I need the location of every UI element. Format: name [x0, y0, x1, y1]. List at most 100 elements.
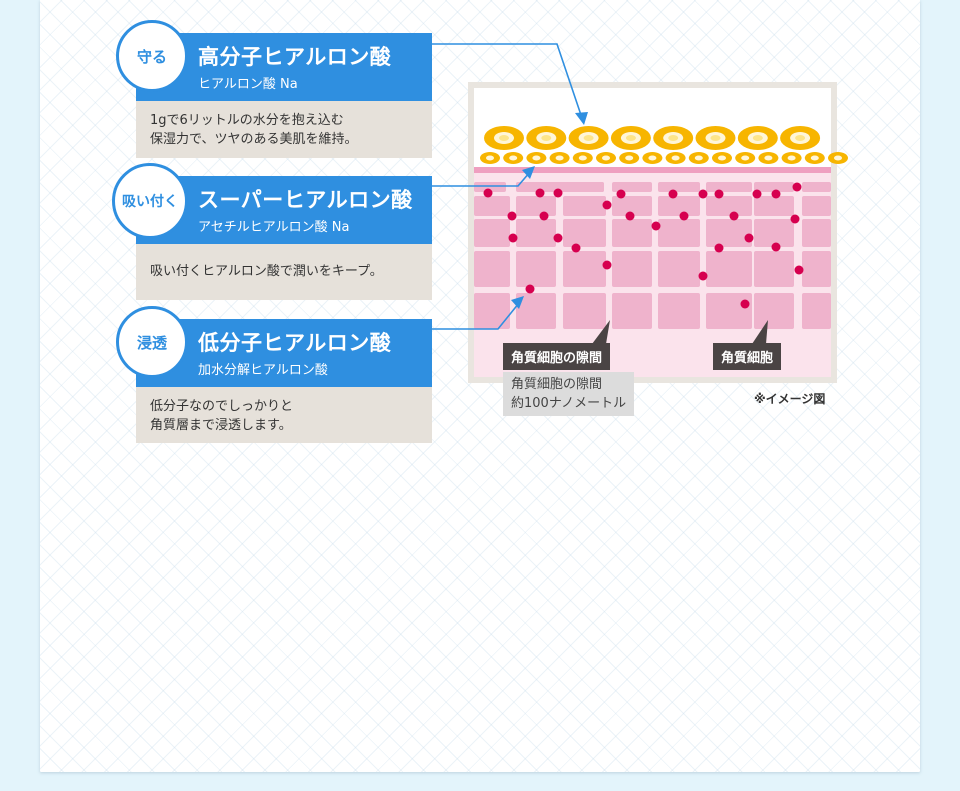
penetration-dot	[729, 211, 739, 221]
large-molecules	[484, 126, 821, 150]
small-molecule-core	[555, 155, 564, 161]
small-molecule-core	[671, 155, 680, 161]
cell	[706, 219, 752, 247]
badge-adhere: 吸い付く	[112, 163, 188, 239]
penetration-dot	[668, 189, 678, 199]
cell	[658, 251, 700, 287]
low-molecular-dots	[483, 182, 804, 309]
large-molecule-center	[541, 135, 552, 141]
desc-line: 角質層まで浸透します。	[150, 418, 292, 433]
cell	[474, 293, 510, 329]
gap-detail-line-2: 約100ナノメートル	[511, 396, 627, 411]
cell	[802, 182, 831, 192]
arrow-head-3	[511, 296, 524, 309]
badge-protect: 守る	[116, 20, 188, 92]
large-molecule-center	[752, 135, 763, 141]
cell	[563, 196, 606, 216]
cell	[612, 219, 652, 247]
desc-line: 低分子なのでしっかりと	[150, 399, 294, 414]
arrow-heads	[511, 112, 588, 309]
penetration-dot	[508, 233, 518, 243]
large-molecule-center	[668, 135, 679, 141]
cell	[706, 251, 752, 287]
cell	[658, 182, 700, 192]
penetration-dot	[740, 299, 750, 309]
badge-penetrate: 浸透	[116, 306, 188, 378]
penetration-dot	[698, 189, 708, 199]
cell	[612, 196, 652, 216]
card-description: 1gで6リットルの水分を抱え込む 保湿力で、ツヤのある美肌を維持。	[136, 101, 432, 158]
card-title: 低分子ヒアルロン酸	[198, 331, 392, 355]
cell	[802, 196, 831, 216]
desc-line: 吸い付くヒアルロン酸で潤いをキープ。	[150, 264, 383, 279]
penetration-dot	[571, 243, 581, 253]
small-molecule-core	[509, 155, 518, 161]
cell	[516, 251, 556, 287]
small-molecule-core	[648, 155, 657, 161]
small-molecule-core	[532, 155, 541, 161]
penetration-dot	[790, 214, 800, 224]
large-molecule-center	[795, 135, 806, 141]
card-subtitle: 加水分解ヒアルロン酸	[198, 363, 328, 378]
penetration-dot	[507, 211, 517, 221]
gap-detail-line-1: 角質細胞の隙間	[511, 377, 603, 392]
penetration-dot	[714, 243, 724, 253]
cell	[802, 219, 831, 247]
penetration-dot	[625, 211, 635, 221]
cell	[706, 196, 752, 216]
small-molecule-core	[810, 155, 819, 161]
penetration-dot	[539, 211, 549, 221]
small-molecule-core	[694, 155, 703, 161]
cell	[658, 196, 700, 216]
small-molecule-core	[834, 155, 842, 161]
connector-arrows	[432, 43, 583, 330]
penetration-dot	[771, 189, 781, 199]
cell-label: 角質細胞	[713, 343, 782, 370]
card-subtitle: アセチルヒアルロン酸 Na	[198, 220, 350, 235]
arrow-line-2	[432, 171, 531, 187]
desc-line: 1gで6リットルの水分を抱え込む	[150, 113, 344, 128]
card-description: 低分子なのでしっかりと 角質層まで浸透します。	[136, 387, 432, 443]
card-description: 吸い付くヒアルロン酸で潤いをキープ。	[136, 244, 432, 300]
penetration-dot	[602, 200, 612, 210]
small-molecule-core	[787, 155, 796, 161]
cell	[566, 182, 604, 192]
penetration-dot	[602, 260, 612, 270]
small-molecules	[480, 152, 848, 164]
cell	[516, 293, 556, 329]
penetration-dot	[794, 265, 804, 275]
penetration-dot	[553, 188, 563, 198]
arrow-head-1	[575, 112, 588, 125]
penetration-dot	[771, 242, 781, 252]
cell	[516, 219, 556, 247]
arrow-head-2	[522, 166, 535, 179]
penetration-dot	[698, 271, 708, 281]
cell	[612, 293, 652, 329]
card-title: 高分子ヒアルロン酸	[198, 45, 392, 69]
penetration-dot	[714, 189, 724, 199]
penetration-dot	[792, 182, 802, 192]
image-note: ※イメージ図	[754, 392, 826, 406]
cell	[474, 196, 510, 216]
cell	[658, 293, 700, 329]
cell	[754, 182, 794, 192]
arrow-line-1	[432, 43, 583, 119]
gap-label: 角質細胞の隙間	[503, 343, 611, 370]
small-molecule-core	[764, 155, 773, 161]
penetration-dot	[525, 284, 535, 294]
cell	[706, 293, 752, 329]
desc-line: 保湿力で、ツヤのある美肌を維持。	[150, 132, 358, 147]
cell	[658, 219, 700, 247]
corneocyte-cells	[474, 182, 831, 329]
penetration-dot	[744, 233, 754, 243]
small-molecule-core	[578, 155, 587, 161]
skin-surface-line	[474, 167, 831, 173]
small-molecule-core	[602, 155, 610, 161]
small-molecule-core	[625, 155, 634, 161]
cell-label-pointer	[752, 320, 768, 344]
card-title: スーパーヒアルロン酸	[198, 188, 413, 212]
cell	[802, 293, 831, 329]
penetration-dot	[752, 189, 762, 199]
cell	[754, 293, 794, 329]
